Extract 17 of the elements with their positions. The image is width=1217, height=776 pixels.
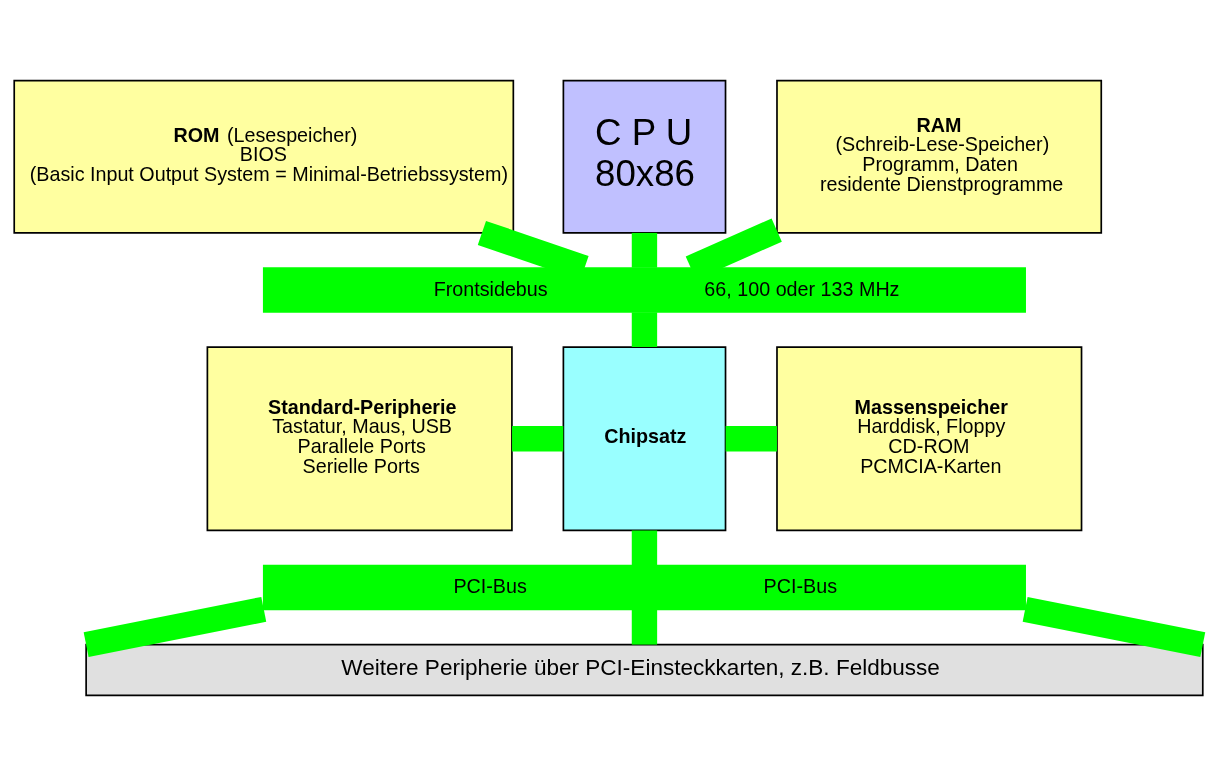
node-box: Standard-Peripherie Tastatur, Maus, USB Parallele Ports Serielle Ports <box>206 346 513 532</box>
connector <box>1022 596 1206 658</box>
connector <box>631 232 658 268</box>
node-box: C P U 80x86 <box>562 79 727 234</box>
node-box: Chipsatz <box>562 346 727 532</box>
node-box: Frontsidebus 66, 100 oder 133 MHz <box>262 267 1026 313</box>
connector <box>631 530 658 566</box>
node-box: PCI-Bus PCI-Bus <box>262 564 1026 611</box>
connector <box>631 609 658 645</box>
node-box: Weitere Peripherie über PCI-Einsteckkarten, z.B. Feldbusse <box>85 643 1204 697</box>
node-box: RAM (Schreib-Lese-Speicher) Programm, Daten residente Dienstprogramme <box>776 79 1103 234</box>
connector <box>631 312 658 347</box>
node-box: Massenspeicher Harddisk, Floppy CD-ROM PCMCIA-Karten <box>776 346 1083 532</box>
node-box: ROM (Lesespeicher) BIOS (Basic Input Output System = Minimal-Betriebssystem) <box>13 79 515 234</box>
connector <box>83 596 267 658</box>
connector <box>512 426 564 452</box>
connector <box>725 426 777 452</box>
